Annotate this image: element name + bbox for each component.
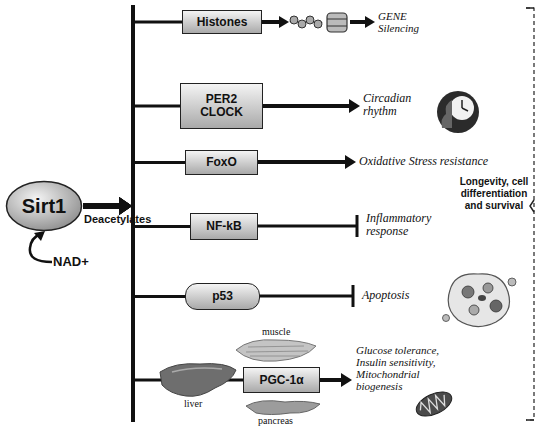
target-box: FoxO [185,150,258,175]
target-box: NF-kB [190,213,258,240]
outcome-label: GENE Silencing [378,10,428,34]
node-text: NF-kB [206,220,241,233]
ellipse-shape [7,182,82,231]
nucleosome-bead [298,20,306,28]
node-text: Sirt1 [22,195,66,218]
node-text: FoxO [206,156,237,169]
connector-trunk [83,203,121,209]
node-text: PER2 CLOCK [195,93,248,119]
apoptotic-body [508,278,516,286]
outcome-arrow [262,20,280,24]
connector-head [119,197,132,215]
arrow-head [365,16,375,28]
outcome-label: Oxidative Stress resistance [359,155,524,168]
chromatin-wrap [327,26,347,27]
liver-image [160,364,236,397]
nucleosome-bead [290,16,298,24]
apoptotic-cell [448,274,509,327]
connector-trunk [83,203,121,209]
arrow-head [341,373,352,387]
cell-fragment [490,300,502,312]
clock-hand [462,108,468,111]
liver-highlight [172,368,222,372]
organ-label: muscle [262,326,302,337]
mitochondrion-cristae [417,392,448,416]
action-label: Deacetylates [84,213,154,225]
inhibition-line [260,295,352,298]
target-box: Histones [182,10,262,34]
cell-fragment [462,286,474,298]
connector-branch [133,163,185,207]
node-text: p53 [212,290,233,303]
pancreas-image [246,401,320,415]
outcome-arrow [320,378,342,382]
connector-branch [133,22,182,206]
group-bracket [526,8,534,420]
arrow-head [279,16,289,28]
outcome-label: Glucose tolerance, Insulin sensitivity, … [356,344,454,392]
arrow-head [349,99,360,113]
cell-fragment [483,283,493,293]
connector-trunk [83,203,121,209]
bracket-notch [526,8,534,420]
connector-trunk [83,203,121,209]
cell-fragment [469,305,479,315]
node-text: Histones [197,16,248,29]
organ-label: liver [184,398,214,409]
connector-branch [133,106,180,206]
organ-label: pancreas [258,415,308,426]
outcome-arrow [350,20,366,24]
group-label: Longevity, cell differentiation and surv… [457,176,531,212]
outcome-label: Circadian rhythm [363,92,423,118]
nucleosome-bead [306,16,314,24]
inhibition-bar [352,285,355,307]
chromatin-spool [327,13,347,32]
connector-head [119,197,132,215]
connector-head [119,197,132,215]
arrow-head [345,155,356,169]
muscle-image [236,340,316,362]
enzyme-ellipse: Sirt1 [5,180,83,232]
mitochondrion-icon [413,387,456,421]
connector-head [119,197,132,215]
muscle-striation [246,346,308,356]
connector-head [119,197,132,215]
outcome-label: Apoptosis [362,289,432,302]
connector-trunk [83,203,121,209]
mitochondrion-body [413,387,456,421]
connector-trunk [83,203,121,209]
target-box: p53 [185,283,260,310]
clock-icon [437,91,479,133]
outcome-arrow [263,104,350,108]
target-box: PER2 CLOCK [180,83,263,129]
arrow-head [34,231,45,241]
head-silhouette [442,100,453,128]
outcome-arrow [258,160,346,164]
cell-fragment [478,295,486,301]
node-text: PGC-1α [259,374,303,387]
nucleosome-bead [314,20,322,28]
apoptotic-body [443,315,450,322]
connector-head [119,197,132,215]
clock-face [450,96,474,120]
chromatin-wrap [327,19,347,20]
cofactor-label: NAD+ [53,255,93,269]
inhibition-bar [356,215,359,237]
clock-hand [461,100,463,108]
target-box: PGC-1α [243,367,320,393]
branch-connector [83,197,190,227]
inhibition-line [258,225,356,228]
outcome-label: Inflammatory response [366,212,450,238]
